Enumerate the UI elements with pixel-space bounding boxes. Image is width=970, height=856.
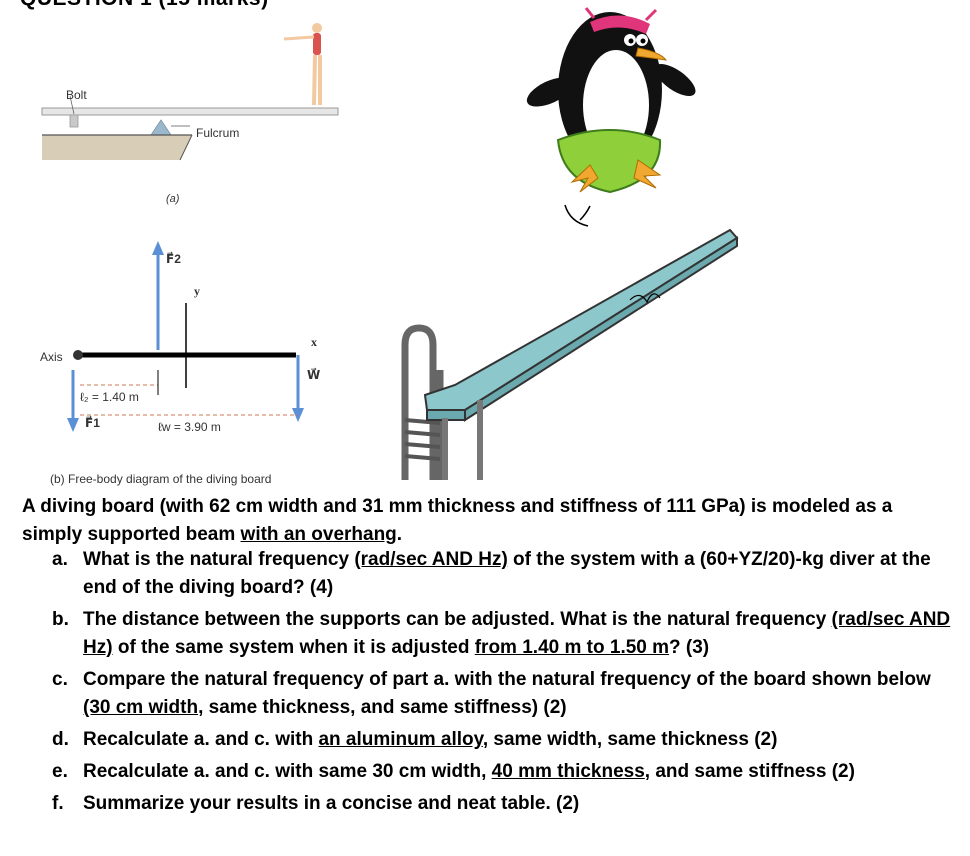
penguin-illustration [526,7,696,227]
question-text: Compare the natural frequency of part a.… [83,666,952,722]
f2-arrow [152,241,164,255]
diver-illustration [283,23,322,106]
question-text: Recalculate a. and c. with same 30 cm wi… [83,758,952,786]
underlined-text: from 1.40 m to 1.50 m [474,637,670,658]
question-letter: c. [52,669,68,690]
f1-label: F⃗1 [85,416,100,430]
question-item-d: d. Recalculate a. and c. with an aluminum… [52,726,952,754]
question-text: Summarize your results in a concise and … [83,790,952,818]
question-letter: b. [52,609,69,630]
diving-board-figure-a [41,23,339,161]
y-label: y [194,284,200,298]
free-body-diagram [67,241,304,432]
ground-shape [42,135,192,160]
question-letter: d. [52,729,69,750]
axis-pivot [73,350,83,360]
figure-a-caption: (a) [166,193,180,205]
lw-dimension-label: ℓw = 3.90 m [158,420,221,434]
text-segment: of the same system when it is adjusted [112,637,475,658]
question-item-e: e. Recalculate a. and c. with same 30 cm … [52,758,952,786]
text-segment: ? (3) [669,637,710,658]
question-list: a. What is the natural frequency (rad/sec… [52,546,952,822]
underlined-text: (rad/sec AND Hz) [83,609,951,658]
l2-dimension-label: ℓ₂ = 1.40 m [80,390,139,404]
w-label: W⃗ [307,368,321,382]
cartoon-diving-board [401,228,739,480]
text-segment: of the system with a (60+YZ/20)-kg diver… [83,549,931,598]
fulcrum-label: Fulcrum [196,126,240,140]
underlined-text: an aluminum alloy [318,729,483,750]
x-label: x [311,335,317,349]
text-segment: , same thickness, and same stiffness) (2… [198,697,567,718]
question-text: Recalculate a. and c. with an aluminum a… [83,726,952,754]
underlined-text: 40 mm thickness [491,761,645,782]
f2-label: F⃗2 [166,252,181,266]
board-shape [41,107,339,116]
question-item-b: b. The distance between the supports can … [52,606,952,662]
question-text: The distance between the supports can be… [83,606,952,662]
intro-end: . [396,524,403,545]
text-segment: The distance between the supports can be… [83,609,832,630]
text-segment: Summarize your results in a concise and … [83,793,580,814]
question-letter: e. [52,761,68,782]
question-item-c: c. Compare the natural frequency of part … [52,666,952,722]
text-segment: , same width, same thickness (2) [482,729,778,750]
question-text: What is the natural frequency (rad/sec A… [83,546,952,602]
question-header: QUESTION 1 (15 marks) [20,0,269,11]
fulcrum-shape [150,119,172,136]
axis-label: Axis [40,350,63,364]
text-segment: Recalculate a. and c. with [83,729,319,750]
bolt-label: Bolt [66,88,87,102]
question-letter: f. [52,793,64,814]
problem-intro: A diving board (with 62 cm width and 31 … [22,493,957,549]
question-item-a: a. What is the natural frequency (rad/sec… [52,546,952,602]
text-segment: , and same stiffness (2) [644,761,855,782]
text-segment: Compare the natural frequency of part a.… [83,669,931,690]
text-segment: What is the natural frequency [83,549,355,570]
text-segment: Recalculate a. and c. with same 30 cm wi… [83,761,492,782]
figure-b-caption: (b) Free-body diagram of the diving boar… [50,472,272,486]
question-item-f: f. Summarize your results in a concise an… [52,790,952,818]
bolt-shape [69,114,79,128]
intro-underlined: with an overhang [240,524,397,545]
intro-text: A diving board (with 62 cm width and 31 … [22,496,893,545]
underlined-text: (rad/sec AND Hz) [354,549,508,570]
f1-arrow [67,418,79,432]
question-letter: a. [52,549,68,570]
underlined-text: (30 cm width [83,697,199,718]
